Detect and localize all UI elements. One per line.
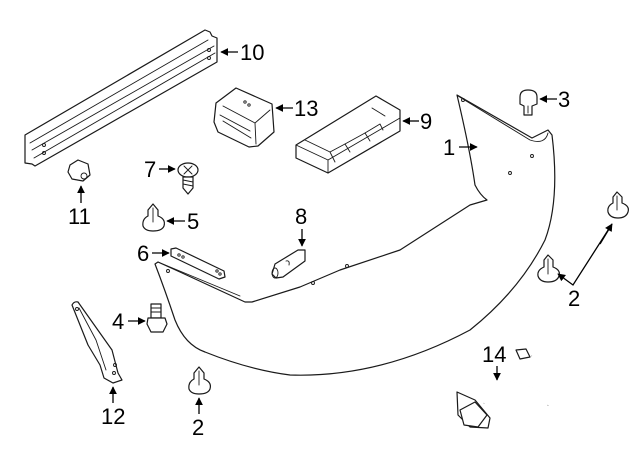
callout-label-12: 12 (101, 404, 125, 429)
callout-10: 10 (220, 40, 264, 65)
energy-absorber[interactable] (295, 95, 401, 174)
callout-label-1: 1 (443, 135, 455, 160)
push-clip-right-lower[interactable] (537, 254, 560, 283)
callout-2-right: 2 (557, 223, 613, 311)
callout-label-11: 11 (68, 204, 91, 229)
callout-1: 1 (443, 135, 478, 160)
callout-label-2-bottom: 2 (192, 415, 204, 440)
callout-9: 9 (402, 109, 432, 134)
callout-2-bottom: 2 (192, 397, 204, 440)
screw[interactable] (177, 162, 199, 195)
callout-4: 4 (112, 309, 146, 334)
callout-label-3: 3 (558, 87, 570, 112)
callout-label-8: 8 (295, 204, 307, 229)
callout-label-9: 9 (420, 109, 432, 134)
nut[interactable] (67, 159, 91, 182)
mount-bracket[interactable] (213, 87, 275, 148)
callout-label-2-right: 2 (568, 286, 580, 311)
callout-14: 14 (482, 342, 506, 381)
bumper-cover[interactable] (154, 94, 556, 376)
side-bracket[interactable] (170, 247, 226, 280)
callout-label-10: 10 (240, 40, 264, 65)
callout-5: 5 (166, 209, 199, 234)
callout-label-4: 4 (112, 309, 124, 334)
grommet[interactable] (519, 89, 538, 116)
wire-harness[interactable] (456, 348, 553, 429)
callout-label-5: 5 (187, 209, 199, 234)
reinforcement-beam[interactable] (24, 29, 218, 167)
lower-bracket[interactable] (71, 301, 123, 384)
callout-6: 6 (137, 241, 170, 266)
bracket-8[interactable] (271, 249, 306, 279)
callout-label-7: 7 (144, 157, 156, 182)
callout-11: 11 (68, 185, 91, 229)
callout-label-14: 14 (482, 342, 506, 367)
callout-13: 13 (275, 96, 318, 121)
callout-3: 3 (539, 87, 570, 112)
push-clip-right-upper[interactable] (607, 191, 629, 219)
push-clip[interactable] (142, 203, 165, 232)
callout-8: 8 (295, 204, 307, 247)
callout-label-13: 13 (294, 96, 318, 121)
callout-12: 12 (101, 386, 125, 429)
push-clip-bottom[interactable] (188, 366, 211, 395)
bolt[interactable] (146, 303, 168, 333)
callout-label-6: 6 (137, 241, 149, 266)
callout-7: 7 (144, 157, 176, 182)
